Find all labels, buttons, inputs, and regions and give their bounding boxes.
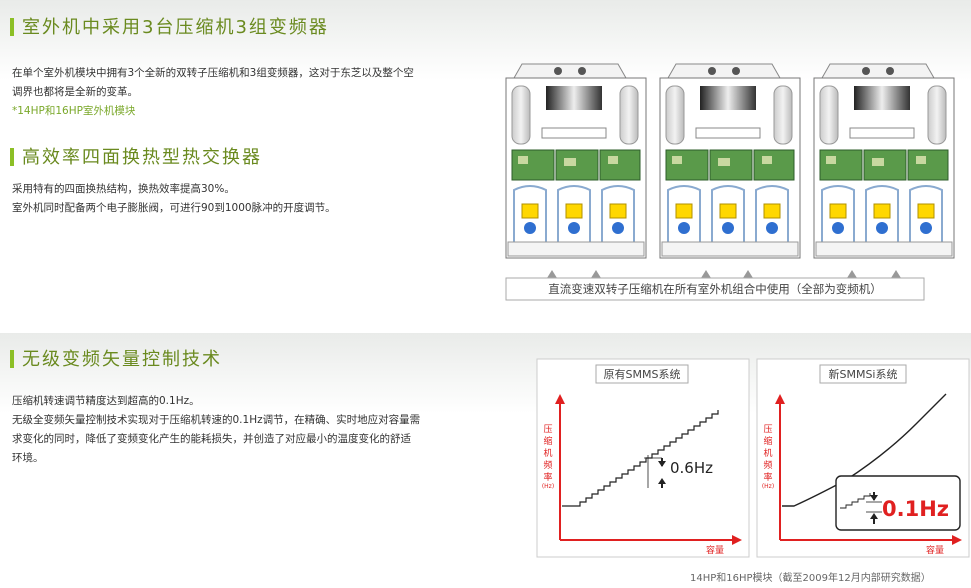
x-axis-label: 容量 bbox=[926, 544, 944, 556]
y-label-char: 压 bbox=[763, 424, 772, 435]
y-unit: (Hz) bbox=[762, 483, 774, 490]
outdoor-unit-2 bbox=[659, 63, 801, 259]
section3-heading: 无级变频矢量控制技术 bbox=[10, 350, 222, 370]
section1-note: *14HP和16HP室外机模块 bbox=[12, 105, 136, 117]
chart-title: 原有SMMS系统 bbox=[604, 367, 681, 381]
y-axis-arrow bbox=[555, 394, 565, 404]
step-annotation: 0.1Hz bbox=[882, 497, 949, 521]
diagram-caption-box bbox=[505, 277, 925, 301]
chart-frame bbox=[536, 358, 750, 558]
footnote: 14HP和16HP模块（截至2009年12月内部研究数据） bbox=[690, 573, 931, 584]
pointer-arrows bbox=[547, 270, 901, 278]
y-label-char: 频 bbox=[543, 459, 552, 471]
y-label-char: 机 bbox=[543, 447, 552, 459]
y-label-char: 压 bbox=[543, 424, 552, 435]
heading-bar bbox=[10, 18, 14, 36]
section2-heading: 高效率四面换热型热交换器 bbox=[10, 148, 262, 168]
chart-title: 新SMMSi系统 bbox=[828, 367, 897, 381]
smooth-line bbox=[782, 393, 947, 507]
chart-old-smms: 原有SMMS系统 压 缩 机 频 率 (Hz) 容量 0.6Hz bbox=[536, 358, 750, 558]
section3-body: 压缩机转速调节精度达到超高的0.1Hz。 无级全变频矢量控制技术实现对于压缩机转… bbox=[12, 392, 492, 468]
chart-title-box bbox=[595, 364, 689, 384]
outdoor-unit-1 bbox=[505, 63, 647, 259]
stair-line bbox=[562, 410, 719, 507]
y-unit: (Hz) bbox=[542, 483, 554, 490]
section2-line-1: 采用特有的四面换热结构，换热效率提高30%。 bbox=[12, 183, 235, 195]
section3-title: 无级变频矢量控制技术 bbox=[22, 349, 222, 370]
y-label-char: 率 bbox=[543, 471, 552, 483]
y-label-char: 缩 bbox=[543, 435, 552, 447]
section-band-top bbox=[0, 0, 971, 80]
section3-line-3: 求变化的同时，降低了变频变化产生的能耗损失，并创造了对应最小的温度变化的舒适 bbox=[12, 433, 411, 445]
y-axis-arrow bbox=[775, 394, 785, 404]
x-axis-arrow bbox=[952, 535, 962, 545]
step-marker bbox=[866, 492, 882, 524]
section3-line-2: 无级全变频矢量控制技术实现对于压缩机转速的0.1Hz调节，在精确、实时地应对容量… bbox=[12, 414, 421, 426]
y-axis-label: 压 缩 机 频 率 (Hz) bbox=[762, 424, 774, 490]
section1-body: 在单个室外机模块中拥有3个全新的双转子压缩机和3组变频器，这对于东芝以及整个空 … bbox=[12, 64, 482, 121]
diagram-caption: 直流变速双转子压缩机在所有室外机组合中使用（全部为变频机） bbox=[548, 282, 882, 296]
chart-title-box bbox=[819, 364, 907, 384]
x-axis-label: 容量 bbox=[706, 544, 724, 556]
heading-bar bbox=[10, 350, 14, 368]
y-label-char: 缩 bbox=[763, 435, 772, 447]
zoom-stairs bbox=[840, 493, 871, 509]
y-label-char: 频 bbox=[763, 459, 772, 471]
section1-title: 室外机中采用3台压缩机3组变频器 bbox=[22, 17, 329, 38]
step-annotation: 0.6Hz bbox=[670, 459, 713, 477]
section3-line-4: 环境。 bbox=[12, 452, 44, 464]
section1-heading: 室外机中采用3台压缩机3组变频器 bbox=[10, 18, 329, 38]
y-label-char: 机 bbox=[763, 447, 772, 459]
section1-line-2: 调界也都将是全新的变革。 bbox=[12, 86, 138, 98]
chart-new-smmsi: 新SMMSi系统 压 缩 机 频 率 (Hz) 容量 0.1Hz bbox=[756, 358, 970, 558]
x-axis-arrow bbox=[732, 535, 742, 545]
y-label-char: 率 bbox=[763, 471, 772, 483]
outdoor-unit-3 bbox=[813, 63, 955, 259]
y-axis-label: 压 缩 机 频 率 (Hz) bbox=[542, 424, 554, 490]
section2-body: 采用特有的四面换热结构，换热效率提高30%。 室外机同时配备两个电子膨胀阀，可进… bbox=[12, 180, 482, 218]
outdoor-units-diagram bbox=[505, 63, 955, 301]
section1-line-1: 在单个室外机模块中拥有3个全新的双转子压缩机和3组变频器，这对于东芝以及整个空 bbox=[12, 67, 414, 79]
section2-line-2: 室外机同时配备两个电子膨胀阀，可进行90到1000脉冲的开度调节。 bbox=[12, 202, 336, 214]
step-marker bbox=[644, 455, 666, 488]
heading-bar bbox=[10, 148, 14, 166]
zoom-callout bbox=[835, 475, 961, 531]
section3-line-1: 压缩机转速调节精度达到超高的0.1Hz。 bbox=[12, 395, 200, 407]
section2-title: 高效率四面换热型热交换器 bbox=[22, 147, 262, 168]
